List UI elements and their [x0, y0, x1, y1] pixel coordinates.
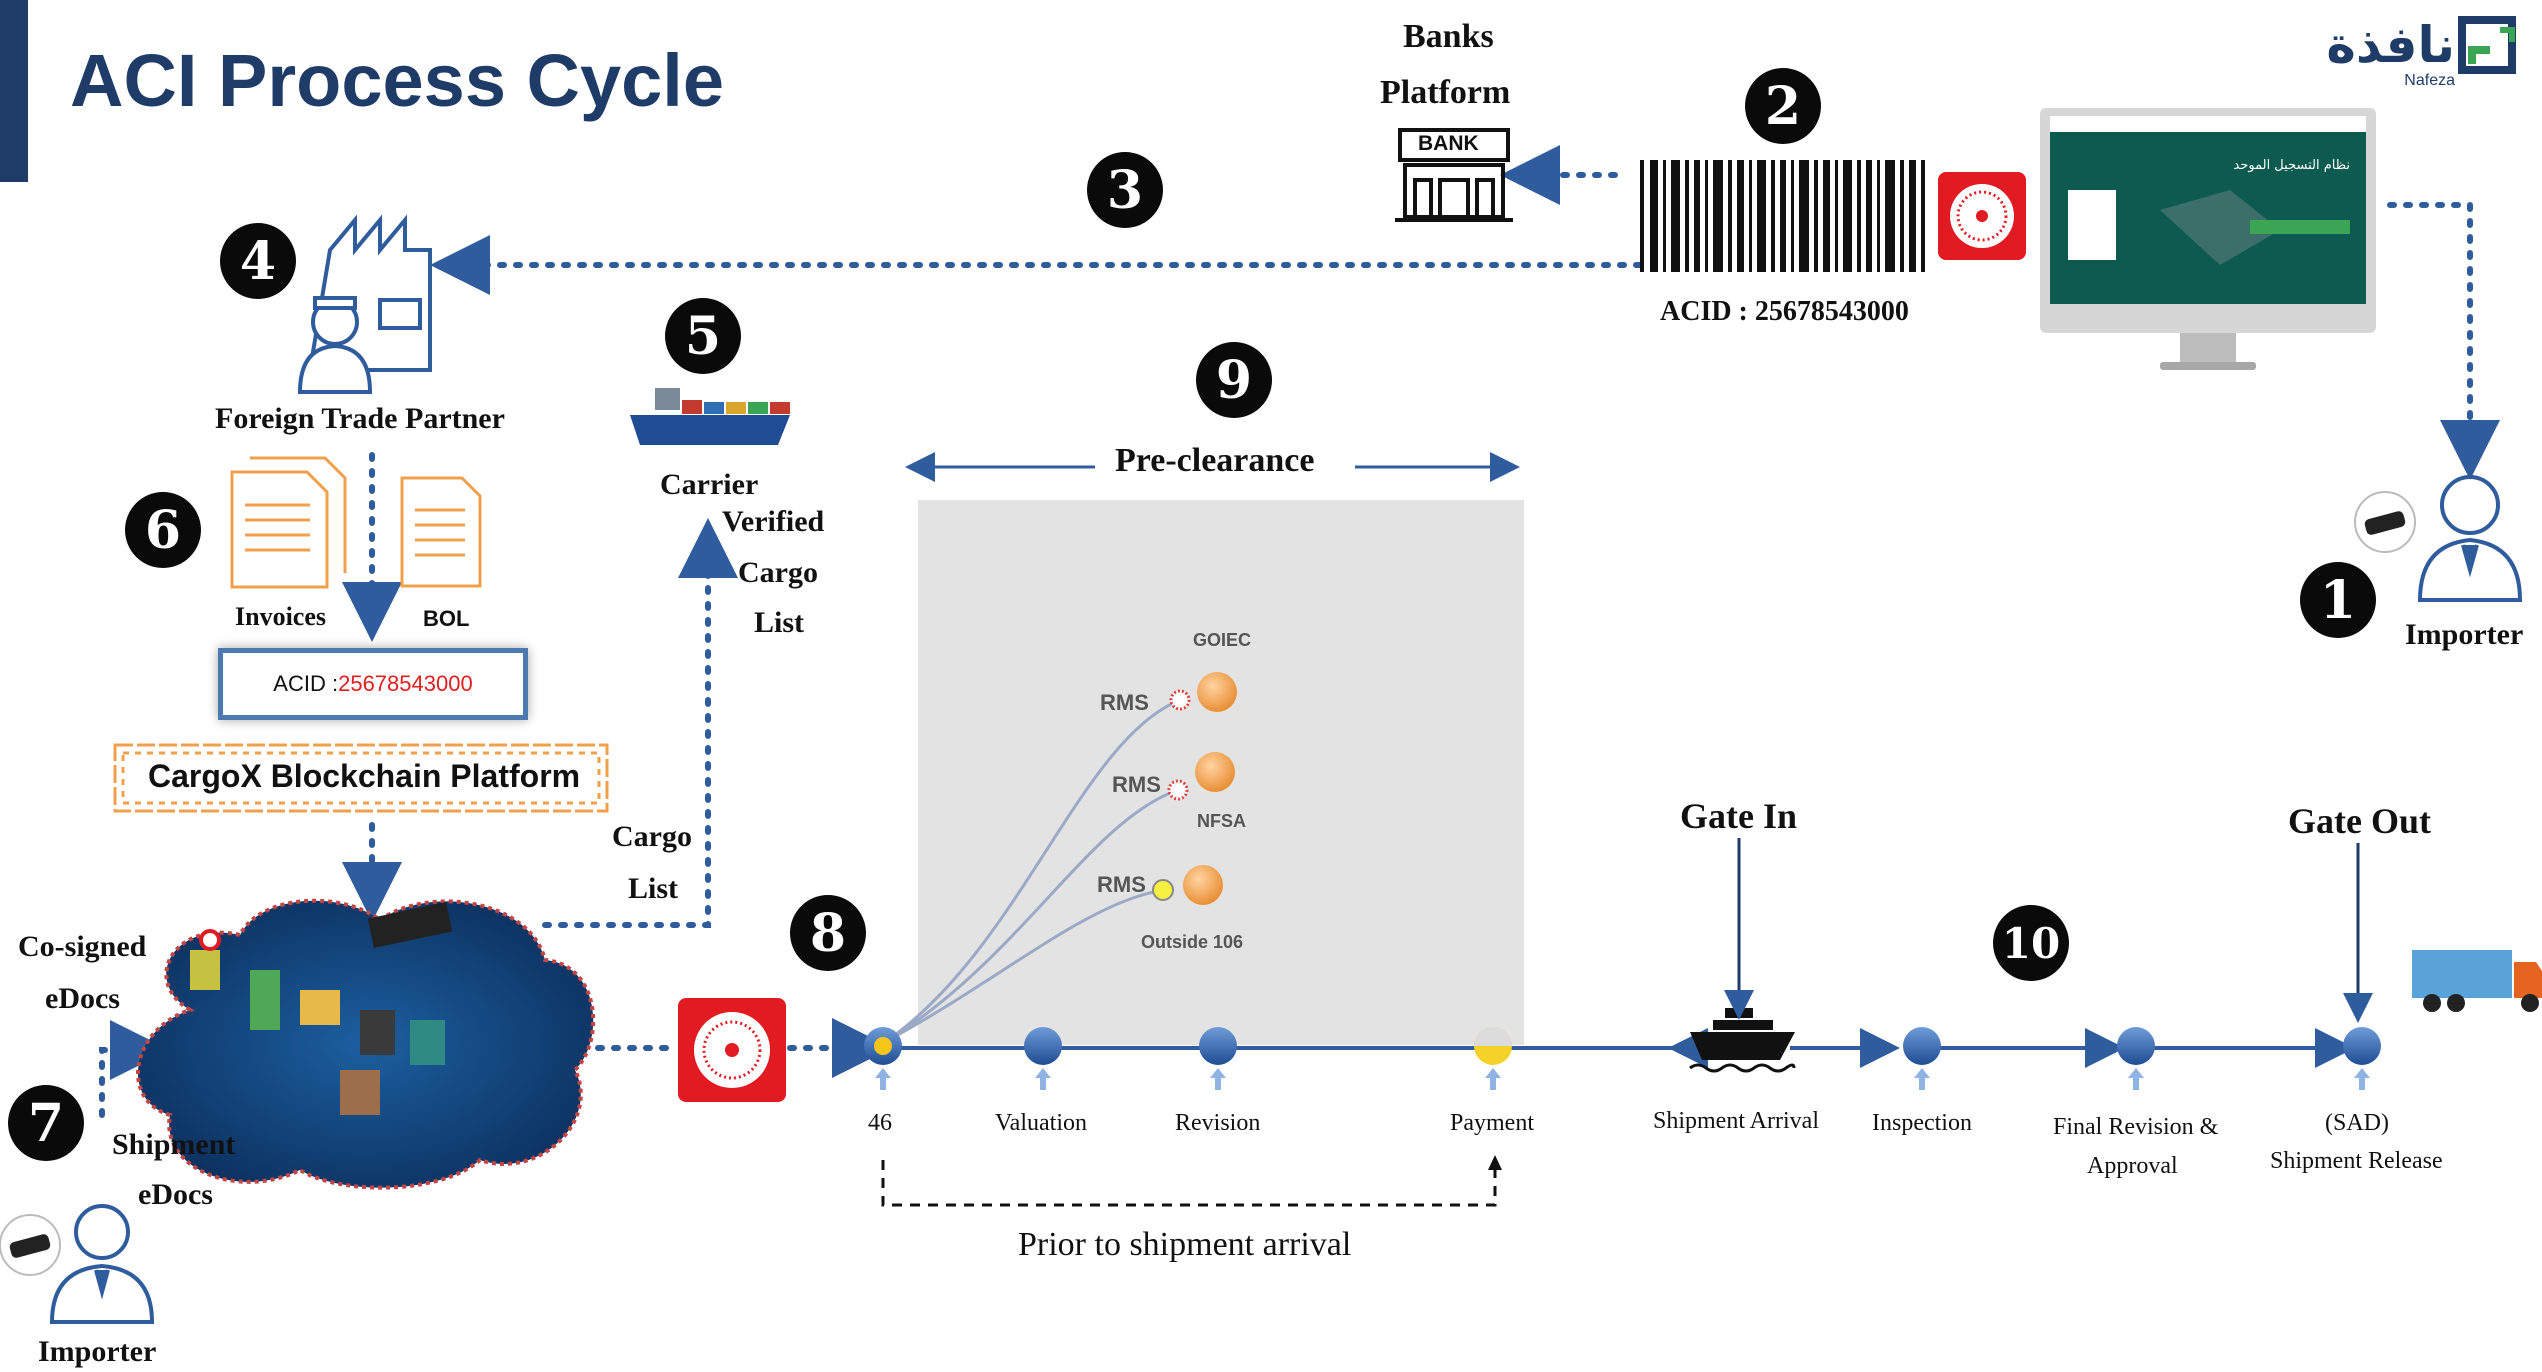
timeline-label-shipment-arrival: Shipment Arrival [1653, 1108, 1819, 1134]
agency-goiec-label: GOIEC [1193, 630, 1252, 650]
node-46 [864, 1027, 902, 1090]
timeline-label-final-revision: Final Revision & [2053, 1114, 2219, 1140]
timeline-label-release: Shipment Release [2270, 1148, 2443, 1174]
foreign-partner-label: Foreign Trade Partner [215, 402, 505, 435]
factory-worker-icon [297, 214, 432, 394]
rms-label-3: RMS [1097, 872, 1146, 897]
timeline-label-payment: Payment [1450, 1110, 1534, 1136]
timeline-label-valuation: Valuation [995, 1110, 1087, 1136]
step-badge-6: 6 [125, 492, 201, 568]
importer-right-icon [2417, 475, 2523, 602]
outside106-node [1152, 865, 1223, 905]
rms-curve-3 [884, 888, 1166, 1044]
cargo-list-arrow [542, 518, 738, 928]
timeline-label-revision: Revision [1175, 1110, 1261, 1136]
gate-in-label: Gate In [1680, 796, 1797, 836]
bank-sign: BANK [1418, 132, 1479, 155]
monitor-screen-header: نظام التسجيل الموحد [2233, 158, 2350, 173]
cargox-label: CargoX Blockchain Platform [148, 758, 581, 794]
cloud-platform-icon [135, 898, 596, 1190]
preclearance-label: Pre-clearance [1115, 442, 1315, 479]
step-badge-7: 7 [8, 1085, 84, 1161]
banks-label: Banks [1403, 18, 1494, 55]
goiec-node [1169, 672, 1237, 712]
bank-icon [1395, 128, 1513, 222]
timeline-label-approval: Approval [2087, 1153, 2178, 1179]
red-token-top [1938, 172, 2026, 260]
node-valuation [1024, 1027, 1062, 1090]
node-inspection [1903, 1027, 1941, 1090]
acid-box-number: 25678543000 [338, 671, 473, 696]
rms-curve-2 [884, 788, 1179, 1044]
verified-list-label: List [754, 606, 805, 639]
verified-label: Verified [722, 505, 825, 538]
node-release [2343, 1027, 2381, 1090]
invoices-icon [230, 456, 347, 589]
rms-label-2: RMS [1112, 772, 1161, 797]
step-badge-10: 10 [1993, 905, 2069, 981]
shipment-edocs-label-1: Shipment [112, 1128, 236, 1161]
nafeza-logo: نافذة Nafeza [2250, 14, 2530, 94]
carrier-label: Carrier [660, 468, 759, 501]
invoices-label: Invoices [235, 602, 326, 631]
red-token-mid [678, 998, 786, 1102]
logo-sub-text: Nafeza [2404, 72, 2455, 89]
step-badge-3: 3 [1087, 152, 1163, 228]
page-title: ACI Process Cycle [70, 39, 725, 122]
shipment-edocs-label-2: eDocs [138, 1178, 213, 1211]
agency-nfsa-label: NFSA [1197, 811, 1246, 831]
acid-box-prefix: ACID : [273, 671, 339, 696]
agency-outside106-label: Outside 106 [1141, 932, 1244, 952]
step-badge-1: 1 [2300, 562, 2376, 638]
nafeza-logo-icon [2458, 16, 2516, 74]
cargo-ship-icon [630, 388, 790, 445]
rms-curve-1 [884, 698, 1181, 1044]
logo-arabic-text: نافذة [2326, 16, 2455, 74]
cosigned-label-1: Co-signed [18, 930, 147, 963]
acid-barcode-label: ACID : 25678543000 [1660, 296, 1909, 327]
step-badge-8: 8 [790, 895, 866, 971]
verified-cargo-label: Cargo [738, 556, 818, 589]
timeline-label-inspection: Inspection [1872, 1110, 1972, 1136]
importer-left-icon [49, 1204, 155, 1324]
importer-left-arrow [99, 1020, 170, 1118]
barcode [1640, 160, 1925, 272]
prior-bracket [881, 1160, 1497, 1207]
bol-icon [400, 476, 482, 588]
step-badge-5: 5 [665, 298, 741, 374]
usb-token-left [0, 1214, 61, 1276]
timeline-label-sad: (SAD) [2325, 1110, 2389, 1136]
timeline-label-46: 46 [868, 1110, 892, 1136]
step-badge-2: 2 [1745, 68, 1821, 144]
node-final-revision [2117, 1027, 2155, 1090]
accent-bar [0, 0, 28, 182]
step-badge-9: 9 [1196, 342, 1272, 418]
prior-label: Prior to shipment arrival [1018, 1226, 1352, 1263]
cargox-chain-border [113, 743, 609, 813]
importer-left-label: Importer [38, 1335, 157, 1368]
node-payment [1474, 1027, 1512, 1090]
node-revision [1199, 1027, 1237, 1090]
step-badge-4: 4 [220, 223, 296, 299]
importer-to-screen-arrow [2387, 202, 2500, 480]
cargo-list-label-1: Cargo [612, 820, 692, 853]
gate-out-label: Gate Out [2288, 801, 2431, 841]
ship-icon [1689, 1008, 1796, 1073]
bol-label: BOL [423, 606, 470, 631]
rms-label-1: RMS [1100, 690, 1149, 715]
acid-box: ACID : 25678543000 [218, 648, 528, 720]
platform-label: Platform [1380, 74, 1511, 111]
usb-token-right [2354, 491, 2416, 553]
computer-monitor-icon [2040, 108, 2376, 370]
importer-right-label: Importer [2405, 618, 2524, 651]
cosigned-label-2: eDocs [45, 982, 120, 1015]
truck-icon [2412, 950, 2542, 1012]
nfsa-node [1167, 752, 1235, 801]
cargo-list-label-2: List [628, 872, 679, 905]
